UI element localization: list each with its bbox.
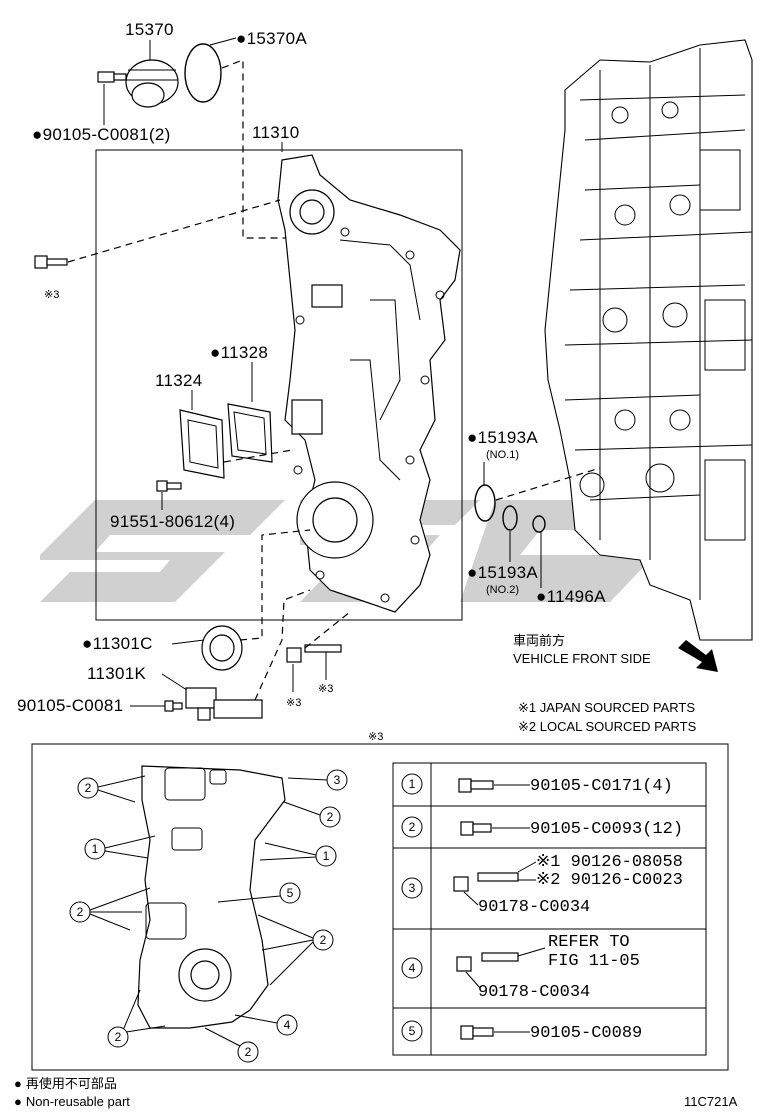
o-ring-15370a: [184, 43, 222, 103]
legend-row-4-line-1: REFER TO: [548, 933, 630, 952]
footnote-2: ※2 LOCAL SOURCED PARTS: [518, 719, 697, 734]
stud-and-nut-icon: [453, 872, 519, 892]
part-90105-c0081-label: 90105-C0081: [17, 696, 123, 715]
legend-row-3-num: 3: [409, 881, 416, 895]
bolt-icon: [458, 778, 494, 793]
legend-nonreusable-jp: ●再使用不可部品: [14, 1076, 117, 1091]
svg-text:1: 1: [323, 849, 330, 863]
bolt-icon: [460, 1025, 494, 1040]
part-15193a-no1-label: ●15193A: [467, 428, 538, 447]
part-15193a-no1-sub: (NO.1): [486, 449, 519, 461]
svg-text:4: 4: [284, 1018, 291, 1032]
callout-right-7: 2: [204, 1027, 259, 1063]
timing-chain-cover: [277, 154, 461, 613]
front-direction-en: VEHICLE FRONT SIDE: [513, 651, 651, 666]
front-arrow-icon: [678, 640, 718, 672]
oil-seal-11301c: [201, 625, 243, 671]
ref-3-label-b: ※3: [286, 697, 301, 709]
legend-row-4-line-2: FIG 11-05: [548, 952, 640, 971]
legend-row-3-line-2: ※2 90126-C0023: [536, 871, 683, 890]
legend-nonreusable-en: ●Non-reusable part: [14, 1094, 130, 1109]
part-15193a-no2-label: ●15193A: [467, 563, 538, 582]
legend-row-2-num: 2: [409, 820, 416, 834]
legend-row-1-num: 1: [409, 777, 416, 791]
svg-text:3: 3: [334, 773, 341, 787]
part-11301c-label: ●11301C: [82, 634, 153, 653]
part-15193a-no2-sub: (NO.2): [486, 584, 519, 596]
bolt-location-box: [31, 743, 729, 1071]
svg-text:2: 2: [327, 810, 334, 824]
footnote-1: ※1 JAPAN SOURCED PARTS: [518, 700, 695, 715]
legend-row-4-num: 4: [409, 961, 416, 975]
part-11310-label: 11310: [252, 123, 300, 142]
part-91551-label: 91551-80612(4): [110, 512, 235, 531]
ref-3-box-label: ※3: [368, 731, 383, 743]
small-bolt-icon: [164, 700, 183, 712]
callout-right-1: 3: [287, 769, 348, 791]
callout-left-1: 2: [77, 775, 146, 803]
ref-3-label-c: ※3: [318, 683, 333, 695]
cover-front-view: [137, 765, 286, 1029]
legend-row-2-line-1: 90105-C0093(12): [530, 820, 683, 839]
part-11301k-label: 11301K: [87, 664, 147, 683]
svg-text:2: 2: [245, 1045, 252, 1059]
part-90105-c0081-2-label: ●90105-C0081(2): [32, 125, 171, 144]
front-direction-jp: 車両前方: [513, 633, 565, 648]
timing-cover-frame: [95, 149, 463, 621]
fastener-legend-table: 1 90105-C0171(4) 2 90105-C0093(12) 3 ※1 …: [392, 762, 707, 1056]
diagram-id: 11C721A: [684, 1094, 738, 1109]
svg-text:2: 2: [77, 905, 84, 919]
engine-block-illustration: [544, 39, 753, 641]
svg-text:2: 2: [85, 781, 92, 795]
part-15370-label: 15370: [125, 20, 174, 39]
legend-row-5-line-1: 90105-C0089: [530, 1024, 642, 1043]
stud-and-nut-icon: [456, 952, 519, 972]
callout-left-3: 2: [69, 887, 151, 931]
sensor-11301k: [185, 687, 263, 721]
nut-icon: [286, 647, 302, 663]
legend-row-1-line-1: 90105-C0171(4): [530, 777, 673, 796]
legend-row-3-line-3: 90178-C0034: [478, 898, 590, 917]
cover-plate-11324: [179, 409, 225, 479]
part-11496a-label: ●11496A: [536, 587, 606, 606]
part-15370a-label: ●15370A: [236, 29, 307, 48]
callout-right-3: 1: [259, 842, 337, 867]
callout-right-4: 5: [217, 882, 301, 904]
legend-row-4-line-3: 90178-C0034: [478, 983, 590, 1002]
svg-text:5: 5: [287, 886, 294, 900]
cover-bolt-icon: [34, 255, 68, 269]
seal-11496a: [532, 515, 546, 533]
callout-right-2: 2: [283, 801, 341, 828]
callout-right-5: 2: [257, 914, 334, 986]
bolt-icon: [97, 71, 127, 83]
svg-text:2: 2: [320, 933, 327, 947]
bolt-icon: [460, 821, 492, 836]
o-ring-15193a-no1: [474, 484, 496, 522]
stud-bolt-icon: [156, 480, 182, 492]
water-inlet-part: [125, 59, 179, 108]
svg-text:1: 1: [92, 842, 99, 856]
legend-row-3-line-1: ※1 90126-08058: [536, 853, 683, 872]
part-11324-label: 11324: [155, 371, 203, 390]
callout-left-4: 2: [107, 989, 166, 1048]
part-11328-label: ●11328: [210, 343, 268, 362]
callout-right-6: 4: [234, 1014, 298, 1036]
ref-3-label-a: ※3: [44, 289, 59, 301]
legend-row-5-num: 5: [409, 1024, 416, 1038]
callout-left-2: 1: [84, 835, 156, 860]
o-ring-15193a-no2: [502, 505, 518, 531]
stud-icon: [304, 644, 342, 653]
gasket-11328: [227, 403, 273, 463]
svg-text:2: 2: [115, 1030, 122, 1044]
